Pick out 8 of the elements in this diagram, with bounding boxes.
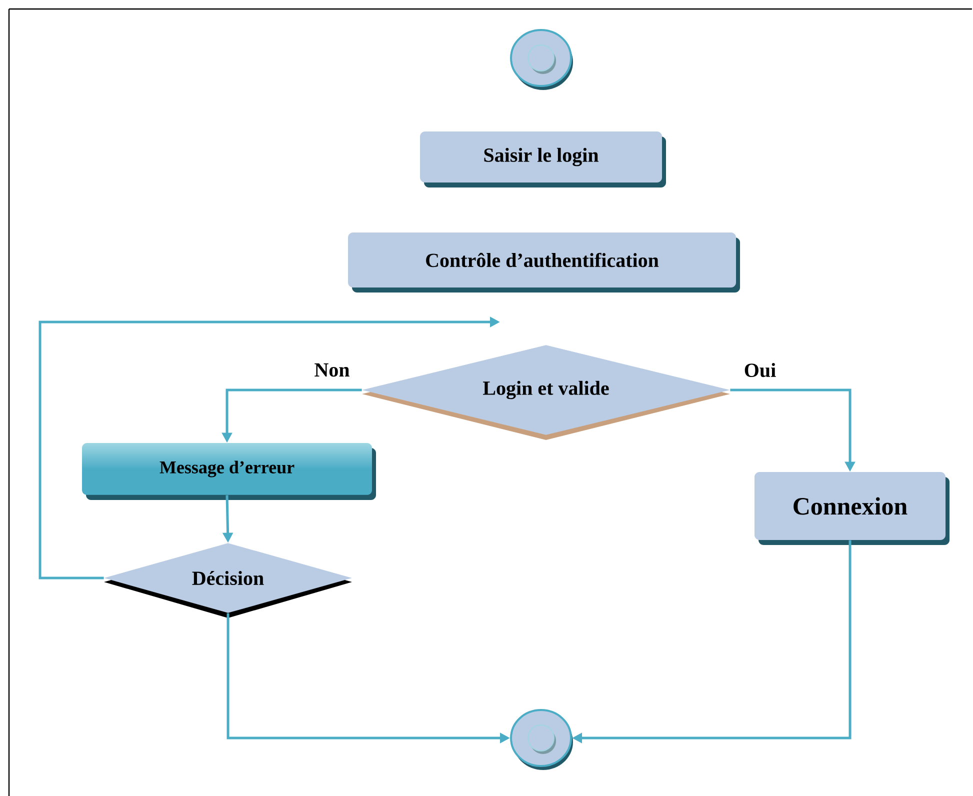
message-box: Message d’erreur (82, 443, 376, 500)
state-circle (510, 709, 573, 770)
activity-box: Contrôle d’authentification (348, 232, 740, 292)
edge-label: Non (313, 362, 351, 378)
edge-label: Oui (742, 362, 778, 378)
activity-box: Saisir le login (420, 132, 666, 188)
activity-box: Connexion (754, 472, 950, 545)
state-circle (510, 29, 573, 90)
